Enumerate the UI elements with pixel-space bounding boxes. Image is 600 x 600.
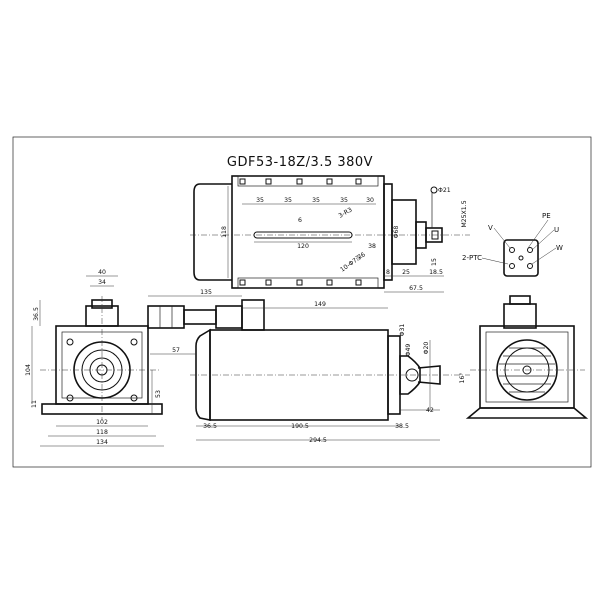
front-dim-104: 104	[25, 364, 32, 376]
top-view: 35 35 35 35 30 6 3-R3 120 38 10-Φ7深6 118…	[190, 175, 470, 293]
side-dim-phi20: Φ20	[423, 342, 430, 355]
top-dim-inner: 6	[298, 217, 302, 224]
top-dim-67-5: 67.5	[409, 285, 423, 292]
side-dim-phi49: Φ49	[405, 344, 412, 357]
top-dim-18-5: 18.5	[429, 269, 443, 276]
side-dim-149: 149	[314, 301, 326, 308]
top-dim-5: 30	[366, 197, 374, 204]
side-dim-135: 135	[200, 289, 212, 296]
top-dim-15: 15	[431, 258, 438, 266]
side-dim-angle: 16°	[458, 373, 466, 384]
drawing-border	[12, 136, 592, 468]
top-dim-120: 120	[297, 243, 309, 250]
connector-label-ptc: 2-PTC	[462, 254, 482, 262]
top-dim-1: 35	[256, 197, 264, 204]
rear-view	[465, 295, 589, 419]
top-dim-2: 35	[284, 197, 292, 204]
connector-label-u: U	[554, 226, 559, 234]
side-dim-294-5: 294.5	[309, 437, 327, 444]
connector-label-pe: PE	[542, 212, 551, 220]
front-view: 40 34 36.5 104 11 53 102 118 134	[25, 269, 164, 447]
front-dim-102: 102	[96, 419, 108, 426]
side-dim-190-5: 190.5	[291, 423, 309, 430]
side-view: 135 149 57 Φ20 Φ31 Φ49 16° 42 36.5 190.5…	[147, 289, 470, 444]
top-dim-25: 25	[402, 269, 410, 276]
side-dim-42: 42	[426, 407, 434, 414]
top-dim-phi21: Φ21	[438, 187, 451, 194]
side-dim-57: 57	[172, 347, 180, 354]
top-dim-thread: M25X1.5	[461, 200, 468, 227]
side-dim-36-5: 36.5	[203, 423, 217, 430]
top-dim-38: 38	[368, 243, 376, 250]
top-dim-4: 35	[340, 197, 348, 204]
side-dim-phi31: Φ31	[399, 324, 406, 337]
side-dim-38-5: 38.5	[395, 423, 409, 430]
front-dim-11: 11	[31, 400, 38, 408]
drawing-title: GDF53-18Z/3.5 380V	[227, 155, 373, 170]
top-dim-slot: 3-R3	[338, 206, 354, 219]
top-dim-3: 35	[312, 197, 320, 204]
top-dim-center: Φ68	[393, 226, 400, 239]
front-dim-40: 40	[98, 269, 106, 276]
front-dim-118: 118	[96, 429, 108, 436]
top-dim-8: 8	[386, 269, 390, 276]
front-dim-36-5: 36.5	[33, 307, 40, 321]
top-dim-118: 118	[221, 226, 228, 238]
top-dim-holes: 10-Φ7深6	[339, 250, 367, 273]
front-dim-53: 53	[155, 390, 162, 398]
connector-label-v: V	[488, 224, 493, 232]
front-dim-134: 134	[96, 439, 108, 446]
connector-label-w: W	[556, 244, 563, 252]
connector-view: V PE U W 2-PTC	[462, 212, 563, 277]
front-dim-34: 34	[98, 279, 106, 286]
